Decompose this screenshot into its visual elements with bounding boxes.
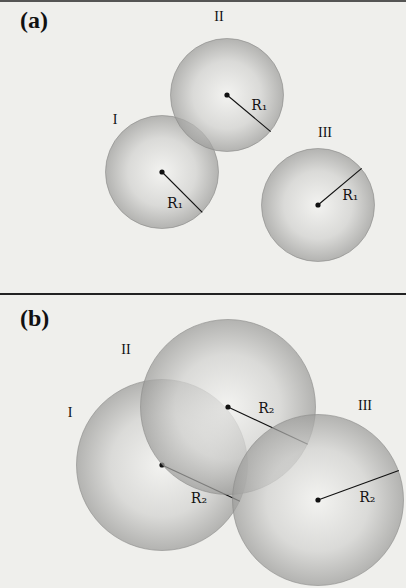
top-rule [0, 0, 406, 2]
sphere-label: II [121, 343, 130, 357]
center-dot [315, 202, 320, 207]
radius-line [162, 172, 202, 212]
panel-letter: (b) [20, 306, 49, 330]
center-dot [159, 169, 164, 174]
sphere-label: I [113, 113, 118, 127]
center-dot [315, 497, 320, 502]
sphere-outline [232, 414, 404, 586]
radius-label: R₁ [342, 188, 358, 202]
sphere-circle [233, 415, 404, 586]
sphere-label: I [68, 406, 73, 420]
sphere-circle [171, 39, 284, 152]
sphere-label: II [214, 10, 223, 24]
sphere-node: IIIR₂ [232, 414, 404, 586]
sphere-label: III [318, 126, 332, 140]
sphere-label: III [358, 399, 372, 413]
sphere-node: IIIR₁ [261, 148, 375, 262]
radius-label: R₁ [251, 98, 267, 112]
sphere-outline [170, 38, 284, 152]
sphere-outline [261, 148, 375, 262]
radius-label: R₂ [359, 490, 375, 504]
panel-divider [0, 293, 406, 295]
center-dot [224, 92, 229, 97]
radius-label: R₂ [258, 401, 274, 415]
radius-label: R₂ [191, 491, 207, 505]
panel-letter: (a) [20, 8, 48, 32]
radius-label: R₁ [167, 196, 183, 210]
radius-line [227, 95, 271, 132]
sphere-node: IIR₁ [170, 38, 284, 152]
center-dot [225, 404, 230, 409]
radius-line [318, 168, 362, 205]
sphere-circle [262, 149, 375, 262]
radius-line [318, 471, 399, 500]
